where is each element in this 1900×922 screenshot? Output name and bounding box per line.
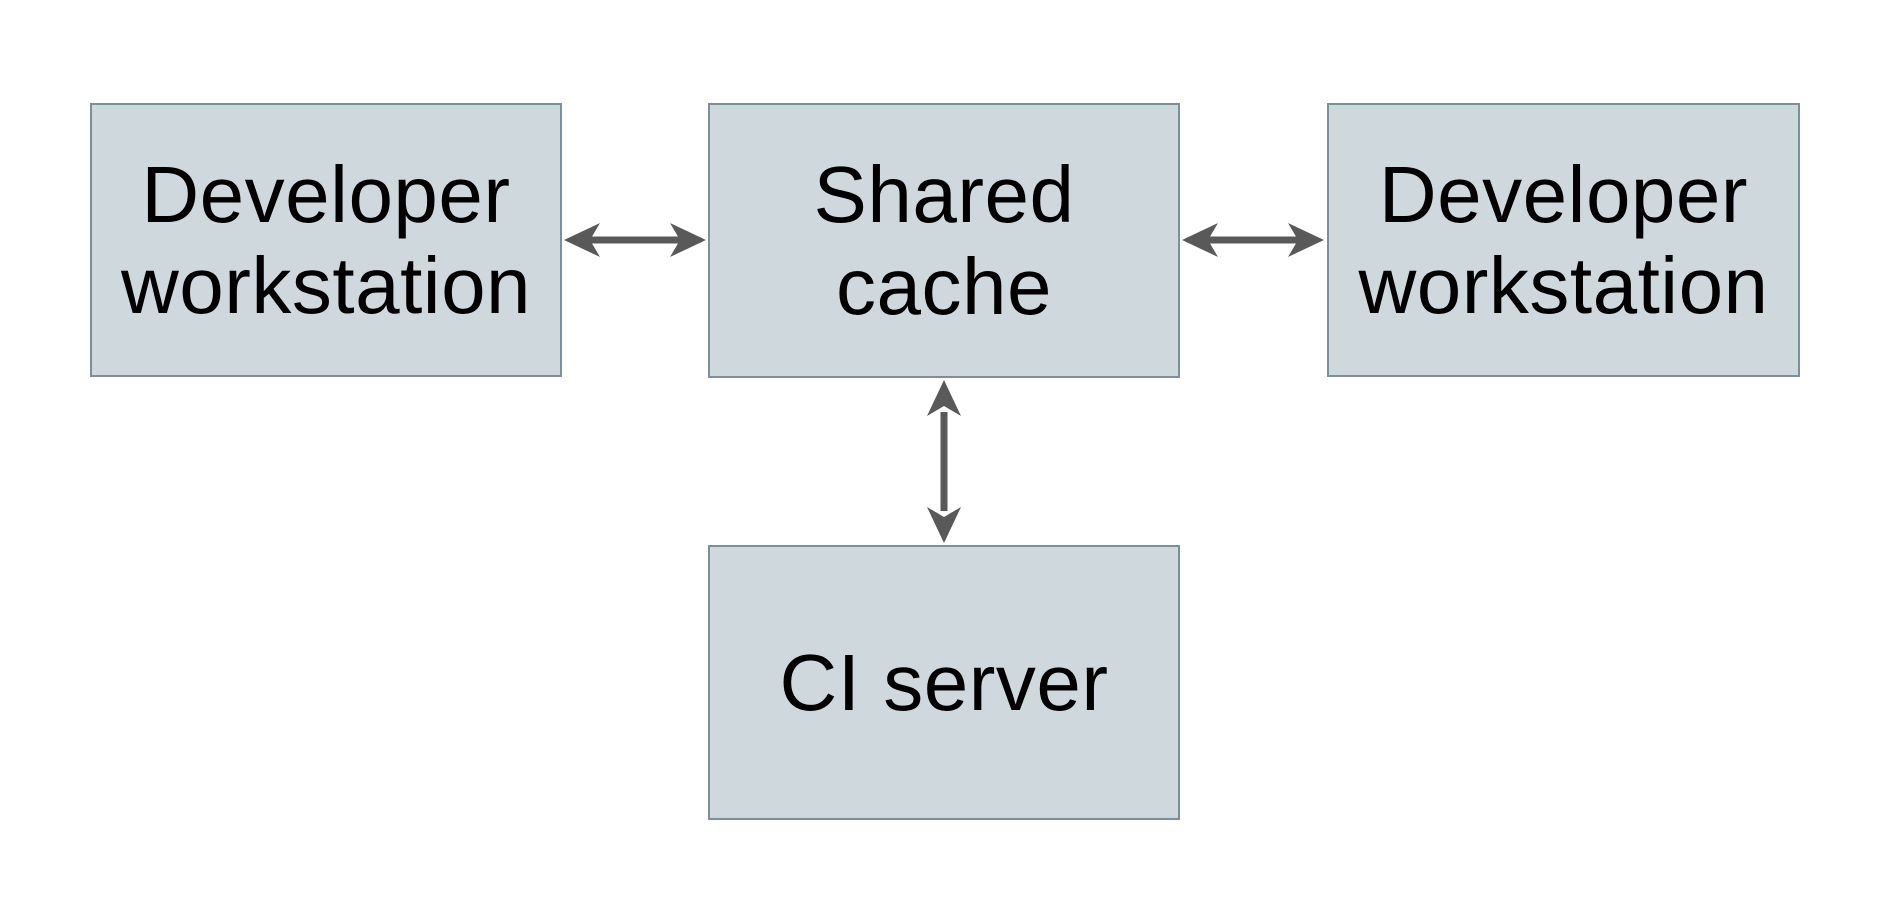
node-developer-workstation-right: Developer workstation [1327,103,1800,377]
node-developer-workstation-left: Developer workstation [90,103,562,377]
edge-cache-ci-server-arrow [927,380,961,543]
node-ci-server: CI server [708,545,1180,820]
edge-left-workstation-cache-arrow [564,223,706,257]
node-shared-cache: Shared cache [708,103,1180,378]
node-label: CI server [779,637,1109,727]
node-label: Shared cache [813,150,1075,331]
node-label: Developer workstation [120,149,532,330]
edge-cache-right-workstation-arrow [1182,223,1324,257]
node-label: Developer workstation [1358,149,1769,330]
